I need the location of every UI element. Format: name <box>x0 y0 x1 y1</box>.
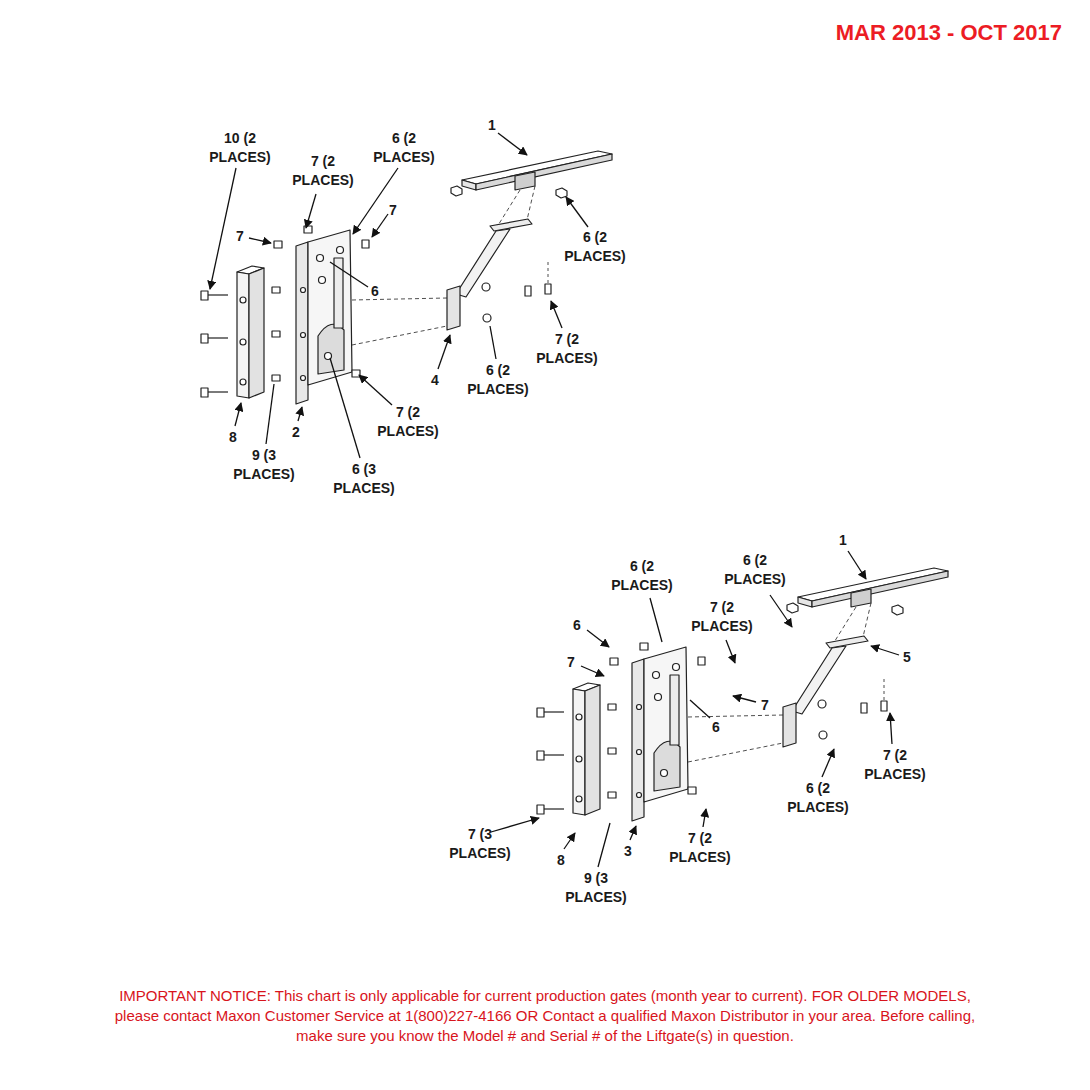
callout-number: 4 <box>431 371 439 390</box>
important-notice: IMPORTANT NOTICE: This chart is only app… <box>110 986 980 1046</box>
callout-number: 2 <box>292 423 300 442</box>
callout-number: 6 (2 PLACES) <box>600 557 684 595</box>
callout-number: 7 (3 PLACES) <box>438 825 522 863</box>
callout-number: 7 <box>761 696 769 715</box>
date-range-title: MAR 2013 - OCT 2017 <box>836 20 1062 46</box>
callout-number: 6 (2 PLACES) <box>713 551 797 589</box>
callout-number: 8 <box>557 851 565 870</box>
callout-number: 7 (2 PLACES) <box>525 330 609 368</box>
callout-number: 1 <box>488 116 496 135</box>
callout-number: 9 (3 PLACES) <box>554 869 638 907</box>
callout-number: 7 (2 PLACES) <box>658 829 742 867</box>
callout-number: 1 <box>839 531 847 550</box>
callout-number: 3 <box>624 842 632 861</box>
callout-number: 8 <box>229 428 237 447</box>
callout-number: 7 (2 PLACES) <box>853 746 937 784</box>
callout-number: 7 (2 PLACES) <box>366 403 450 441</box>
callout-number: 6 (2 PLACES) <box>776 779 860 817</box>
callout-number: 6 (3 PLACES) <box>322 460 406 498</box>
callout-number: 6 (2 PLACES) <box>456 361 540 399</box>
callout-number: 6 <box>371 282 379 301</box>
callout-number: 7 (2 PLACES) <box>680 598 764 636</box>
callout-number: 6 <box>573 616 581 635</box>
callout-number: 7 <box>567 653 575 672</box>
callout-number: 6 (2 PLACES) <box>553 228 637 266</box>
callout-number: 7 <box>236 227 244 246</box>
callout-number: 6 (2 PLACES) <box>362 129 446 167</box>
callout-number: 9 (3 PLACES) <box>222 446 306 484</box>
callout-number: 6 <box>712 718 720 737</box>
callout-number: 7 (2 PLACES) <box>281 152 365 190</box>
callout-number: 7 <box>389 201 397 220</box>
callout-number: 5 <box>903 648 911 667</box>
callout-number: 10 (2 PLACES) <box>198 129 282 167</box>
